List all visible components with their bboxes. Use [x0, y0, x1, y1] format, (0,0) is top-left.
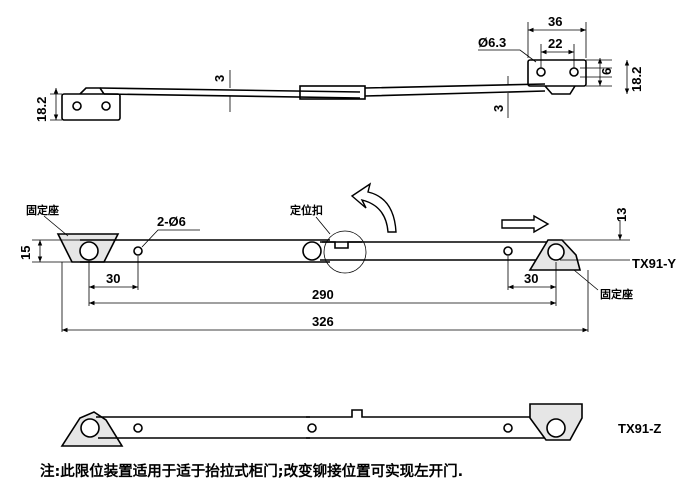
dim-3-right: 3 — [491, 105, 506, 112]
right-bracket-hole-1 — [536, 67, 546, 77]
bottom-small-hole-right — [503, 423, 513, 433]
dim-36: 36 — [548, 14, 562, 29]
top-bar-left — [80, 239, 330, 263]
left-bracket-hole-1 — [72, 101, 82, 111]
label-locating-buckle: 定位扣 — [290, 203, 323, 217]
left-bracket-hole-2 — [101, 101, 111, 111]
bottom-view: TX91-Z — [60, 403, 661, 447]
bottom-right-pivot-hole — [546, 418, 566, 438]
dim-290: 290 — [312, 287, 334, 302]
dim-18-2-left: 18.2 — [34, 97, 49, 122]
right-bracket — [527, 59, 587, 87]
right-pivot-hole — [547, 243, 565, 261]
rotation-arrow — [350, 182, 397, 233]
left-pivot-hole — [79, 241, 99, 261]
model-tx91-y: TX91-Y — [632, 256, 676, 271]
direction-arrow — [501, 214, 550, 234]
left-small-hole — [133, 246, 143, 256]
right-small-hole — [503, 246, 513, 256]
side-bar-left — [99, 87, 361, 99]
model-tx91-z: TX91-Z — [618, 421, 661, 436]
top-view: 固定座 2-Ø6 定位扣 13 15 TX91-Y 固定座 30 30 290 … — [18, 182, 676, 333]
left-bracket — [61, 93, 121, 121]
dim-hole-diameter: Ø6.3 — [478, 35, 506, 50]
center-pivot-hole — [302, 241, 322, 261]
side-bar-right — [364, 83, 546, 97]
dim-30-left: 30 — [106, 271, 120, 286]
bottom-small-hole-left — [133, 423, 143, 433]
dim-13: 13 — [614, 208, 629, 222]
label-holes: 2-Ø6 — [157, 214, 186, 229]
dim-326: 326 — [312, 314, 334, 329]
bottom-center-hole — [307, 423, 317, 433]
dim-30-right: 30 — [524, 271, 538, 286]
dim-3-top: 3 — [212, 75, 227, 82]
footnote: 注:此限位装置适用于适于抬拉式柜门;改变铆接位置可实现左开门. — [40, 462, 463, 480]
bottom-bar-right — [306, 409, 580, 439]
bottom-left-pivot-hole — [80, 418, 100, 438]
dim-15: 15 — [18, 246, 33, 260]
dim-18-2-right: 18.2 — [629, 67, 644, 92]
label-fixed-seat-right: 固定座 — [600, 287, 633, 301]
bottom-bar-left — [96, 416, 310, 439]
side-view: 36 22 Ø6.3 6 18.2 18.2 3 3 — [34, 14, 644, 122]
top-bar-right — [320, 241, 560, 261]
label-fixed-seat-left: 固定座 — [26, 203, 59, 217]
dim-22: 22 — [548, 36, 562, 51]
right-bracket-hole-2 — [569, 67, 579, 77]
dim-6: 6 — [599, 68, 614, 75]
side-joint — [299, 85, 366, 100]
locating-buckle-circle — [323, 230, 367, 274]
